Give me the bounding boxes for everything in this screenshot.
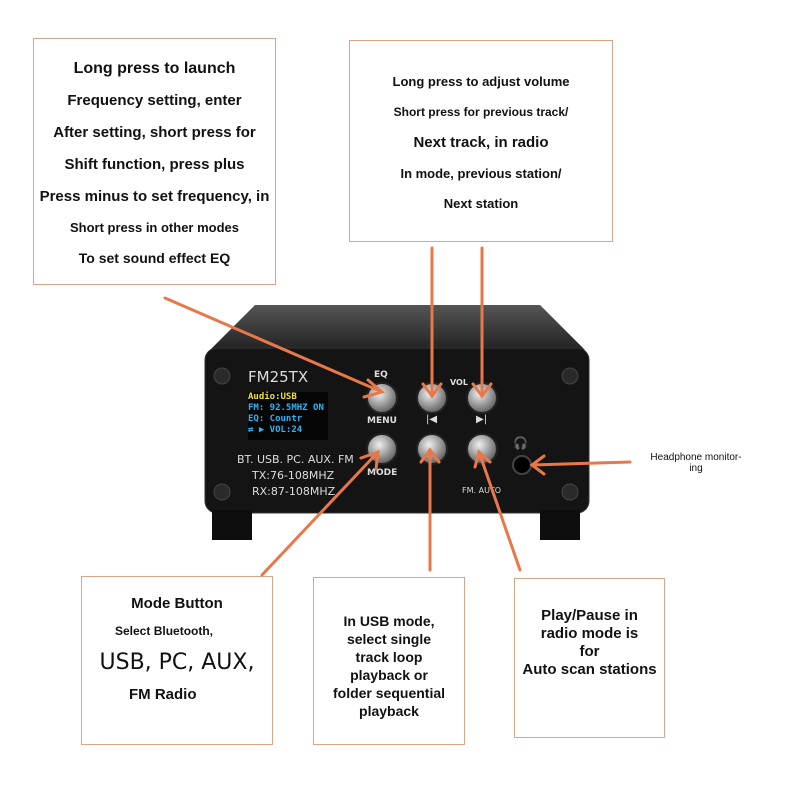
oled-line: FM: 92.5MHZ ON: [248, 403, 324, 413]
spec-line: BT. USB. PC. AUX. FM: [237, 453, 354, 466]
next-label: ▶|: [476, 414, 488, 425]
callout-line: In mode, previous station/: [400, 166, 562, 181]
callout-line: Mode Button: [131, 595, 223, 612]
mode-button[interactable]: [366, 433, 398, 465]
callout-line: USB, PC, AUX,: [99, 650, 255, 675]
callout-line: Long press to launch: [73, 60, 236, 77]
callout-line: Shift function, press plus: [64, 156, 245, 173]
loop-callout: In USB mode, select single track loop pl…: [313, 577, 465, 745]
callout-line: ing: [689, 463, 703, 474]
callout-line: select single: [346, 631, 432, 647]
arrow-headphone: [529, 454, 632, 476]
callout-line: for: [579, 643, 600, 660]
fm-auto-label: FM. AUTO: [462, 486, 502, 495]
callout-line: To set sound effect EQ: [78, 250, 231, 266]
callout-line: folder sequential: [332, 685, 446, 701]
callout-line: Select Bluetooth,: [115, 624, 214, 638]
oled-line: EQ: Countr: [248, 414, 303, 424]
arrow-play: [473, 449, 522, 572]
play-callout: Play/Pause in radio mode is for Auto sca…: [514, 578, 665, 738]
callout-line: playback or: [350, 667, 428, 683]
callout-line: Next station: [443, 196, 519, 211]
arrow-vol-plus: [471, 246, 493, 399]
arrow-mode: [260, 449, 380, 577]
vol-label: VOL: [450, 378, 468, 387]
model-label: FM25TX: [248, 368, 309, 386]
callout-line: Short press for previous track/: [393, 105, 569, 119]
callout-line: Press minus to set frequency, in: [39, 188, 270, 205]
callout-line: Long press to adjust volume: [392, 74, 570, 89]
callout-line: radio mode is: [540, 625, 639, 642]
arrow-loop: [419, 447, 441, 572]
callout-line: After setting, short press for: [53, 124, 256, 141]
arrow-eq: [163, 296, 386, 399]
mode-label: MODE: [367, 468, 398, 478]
prev-label: |◀: [426, 414, 438, 425]
spec-line: RX:87-108MHZ: [252, 485, 336, 498]
mode-callout: Mode Button Select Bluetooth, USB, PC, A…: [81, 576, 273, 745]
callout-line: In USB mode,: [343, 613, 435, 629]
callout-line: Frequency setting, enter: [67, 92, 242, 109]
callout-line: Next track, in radio: [413, 134, 549, 151]
callout-line: Play/Pause in: [541, 607, 638, 624]
menu-label: MENU: [367, 416, 397, 426]
callout-line: FM Radio: [129, 686, 197, 703]
callout-line: Headphone monitor-: [650, 452, 742, 463]
arrow-vol-minus: [421, 246, 443, 399]
eq-label: EQ: [374, 370, 388, 380]
headphone-icon: 🎧: [513, 436, 528, 450]
oled-line: Audio:USB: [248, 392, 297, 402]
callout-line: Short press in other modes: [69, 220, 240, 235]
callout-line: playback: [359, 703, 419, 719]
oled-line: ⇄ ▶ VOL:24: [248, 425, 303, 435]
headphone-callout: Headphone monitor- ing: [640, 452, 752, 474]
spec-line: TX:76-108MHZ: [252, 469, 335, 482]
oled-display: Audio:USB FM: 92.5MHZ ON EQ: Countr ⇄ ▶ …: [248, 392, 328, 440]
callout-line: track loop: [355, 649, 423, 665]
volume-callout: Long press to adjust volume Short press …: [349, 40, 613, 242]
eq-callout: Long press to launch Frequency setting, …: [33, 38, 276, 285]
callout-line: Auto scan stations: [522, 661, 657, 678]
